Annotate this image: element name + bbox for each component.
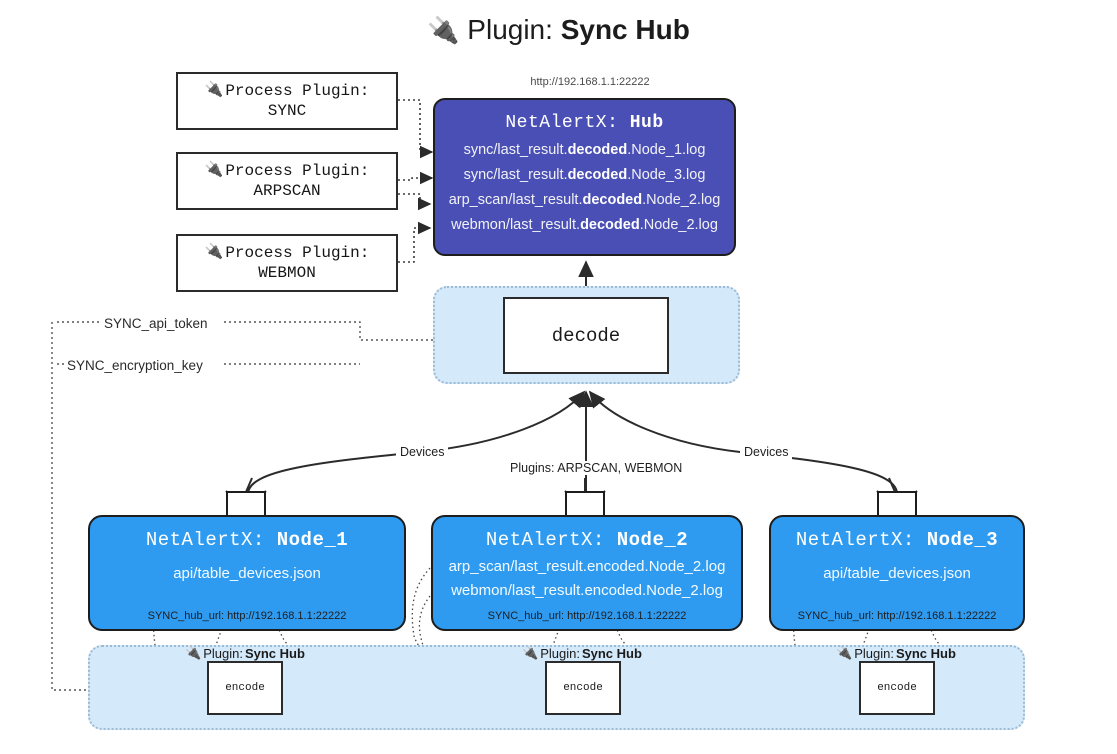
- hub-title-prefix: NetAlertX:: [505, 113, 619, 133]
- node-file: api/table_devices.json: [823, 565, 971, 582]
- node-title: NetAlertX: Node_1: [90, 529, 404, 551]
- encode-box-node-1[interactable]: encode: [207, 661, 283, 715]
- hub-title-name: Hub: [629, 113, 664, 133]
- logline-em: decoded: [567, 142, 628, 158]
- logline-pre: sync/last_result.: [463, 167, 568, 183]
- node-box-node-1[interactable]: NetAlertX: Node_1 api/table_devices.json…: [88, 515, 406, 631]
- plug-icon: 🔌: [204, 161, 224, 179]
- process-plugin-name: WEBMON: [258, 264, 316, 282]
- process-plugin-arpscan[interactable]: 🔌 Process Plugin: ARPSCAN: [176, 152, 398, 210]
- process-plugin-name: SYNC: [267, 102, 307, 120]
- plugin-tag-node-2: 🔌 Plugin: Sync Hub: [522, 645, 642, 661]
- hub-logline: sync/last_result.decoded.Node_3.log: [435, 167, 734, 183]
- hub-logline: arp_scan/last_result.decoded.Node_2.log: [435, 192, 734, 208]
- sync-api-token-label: SYNC_api_token: [101, 316, 211, 331]
- plugin-tag-prefix: Plugin:: [854, 645, 894, 661]
- edge-label-plugins: Plugins: ARPSCAN, WEBMON: [506, 461, 687, 475]
- node-box-node-3[interactable]: NetAlertX: Node_3 api/table_devices.json…: [769, 515, 1025, 631]
- plugin-tag-name: Sync Hub: [895, 645, 956, 661]
- plugin-tag-prefix: Plugin:: [203, 645, 243, 661]
- plug-icon: 🔌: [836, 645, 853, 660]
- logline-pre: webmon/last_result.: [451, 217, 581, 233]
- node-title-name: Node_1: [276, 529, 349, 551]
- plug-icon: 🔌: [204, 81, 224, 99]
- node-title-prefix: NetAlertX:: [485, 529, 605, 551]
- node-title-name: Node_2: [616, 529, 689, 551]
- logline-pre: arp_scan/last_result.: [448, 192, 583, 208]
- process-plugin-label: Process Plugin:: [225, 244, 370, 262]
- plugin-tag-name: Sync Hub: [244, 645, 305, 661]
- encode-box-node-2[interactable]: encode: [545, 661, 621, 715]
- sync-encryption-key-label: SYNC_encryption_key: [64, 358, 206, 373]
- process-plugin-webmon[interactable]: 🔌 Process Plugin: WEBMON: [176, 234, 398, 292]
- plugin-tag-name: Sync Hub: [581, 645, 642, 661]
- node-hub-url: SYNC_hub_url: http://192.168.1.1:22222: [487, 610, 687, 622]
- node-title: NetAlertX: Node_3: [771, 529, 1023, 551]
- plug-icon: 🔌: [185, 645, 202, 660]
- encode-box-node-3[interactable]: encode: [859, 661, 935, 715]
- node-hub-url: SYNC_hub_url: http://192.168.1.1:22222: [797, 610, 997, 622]
- logline-post: .Node_2.log: [639, 217, 718, 233]
- edge-label-devices-right: Devices: [740, 445, 793, 459]
- hub-box[interactable]: NetAlertX: Hub sync/last_result.decoded.…: [433, 98, 736, 256]
- page-title-prefix: Plugin:: [467, 14, 553, 45]
- process-plugin-sync[interactable]: 🔌 Process Plugin: SYNC: [176, 72, 398, 130]
- decode-box[interactable]: decode: [503, 297, 669, 374]
- plugin-tag-node-3: 🔌 Plugin: Sync Hub: [836, 645, 956, 661]
- page-title-name: Sync Hub: [560, 14, 690, 45]
- plug-icon: 🔌: [427, 15, 460, 45]
- logline-post: .Node_1.log: [627, 142, 706, 158]
- node-file: webmon/last_result.encoded.Node_2.log: [451, 582, 723, 599]
- logline-em: decoded: [580, 217, 640, 233]
- plugin-tag-node-1: 🔌 Plugin: Sync Hub: [185, 645, 305, 661]
- page-title: 🔌 Plugin: Sync Hub: [0, 14, 1117, 46]
- hub-url-label: http://192.168.1.1:22222: [530, 76, 650, 88]
- logline-em: decoded: [582, 192, 643, 208]
- hub-logline: webmon/last_result.decoded.Node_2.log: [435, 217, 734, 233]
- node-file: api/table_devices.json: [173, 565, 321, 582]
- logline-post: .Node_2.log: [642, 192, 721, 208]
- logline-em: decoded: [567, 167, 628, 183]
- hub-title: NetAlertX: Hub: [435, 113, 734, 133]
- process-plugin-label: Process Plugin:: [225, 162, 370, 180]
- logline-pre: sync/last_result.: [463, 142, 568, 158]
- logline-post: .Node_3.log: [627, 167, 706, 183]
- node-box-node-2[interactable]: NetAlertX: Node_2 arp_scan/last_result.e…: [431, 515, 743, 631]
- plugin-tag-prefix: Plugin:: [540, 645, 580, 661]
- node-title-prefix: NetAlertX:: [145, 529, 265, 551]
- process-plugin-name: ARPSCAN: [253, 182, 321, 200]
- plug-icon: 🔌: [204, 243, 224, 261]
- process-plugin-label: Process Plugin:: [225, 82, 370, 100]
- node-title: NetAlertX: Node_2: [433, 529, 741, 551]
- node-title-prefix: NetAlertX:: [795, 529, 915, 551]
- hub-logline: sync/last_result.decoded.Node_1.log: [435, 142, 734, 158]
- edge-label-devices-left: Devices: [396, 445, 449, 459]
- plug-icon: 🔌: [522, 645, 539, 660]
- node-hub-url: SYNC_hub_url: http://192.168.1.1:22222: [147, 610, 347, 622]
- node-title-name: Node_3: [926, 529, 999, 551]
- node-file: arp_scan/last_result.encoded.Node_2.log: [448, 558, 726, 575]
